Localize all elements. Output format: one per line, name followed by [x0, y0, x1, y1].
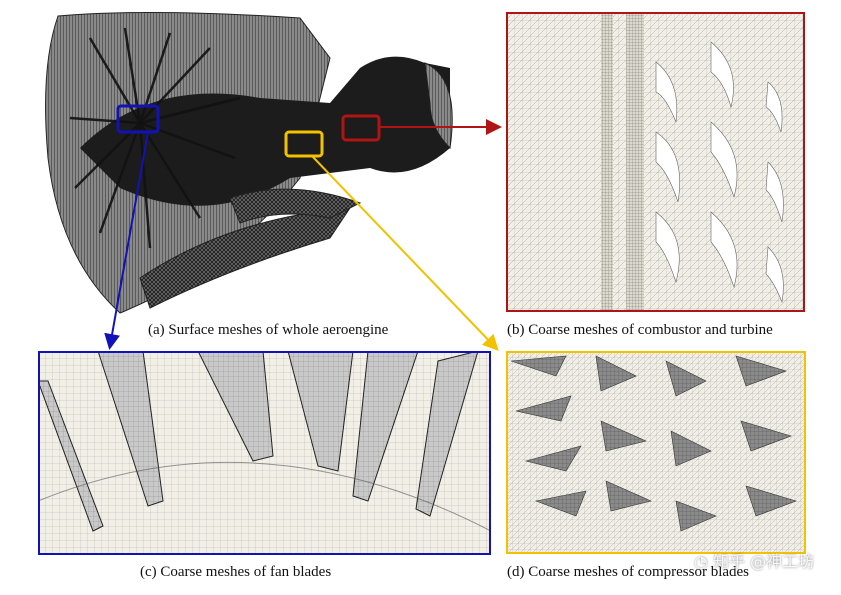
caption-b: (b) Coarse meshes of combustor and turbi… [507, 322, 773, 338]
caption-c: (c) Coarse meshes of fan blades [140, 564, 332, 580]
aeroengine-surface-mesh-panel [45, 11, 453, 314]
caption-d: (d) Coarse meshes of compressor blades [507, 564, 750, 580]
caption-a: (a) Surface meshes of whole aeroengine [148, 322, 389, 338]
yellow-arrow [311, 155, 499, 351]
compressor-blades-mesh-panel [506, 351, 806, 554]
combustor-turbine-mesh-panel [506, 12, 805, 312]
zhihu-logo-icon: ◔ [694, 552, 708, 571]
watermark: ◔ 知乎 @神工坊 [694, 548, 814, 572]
fan-blades-mesh-panel [38, 351, 491, 555]
blue-arrow [104, 131, 149, 350]
watermark-text: 知乎 @神工坊 [713, 552, 815, 571]
